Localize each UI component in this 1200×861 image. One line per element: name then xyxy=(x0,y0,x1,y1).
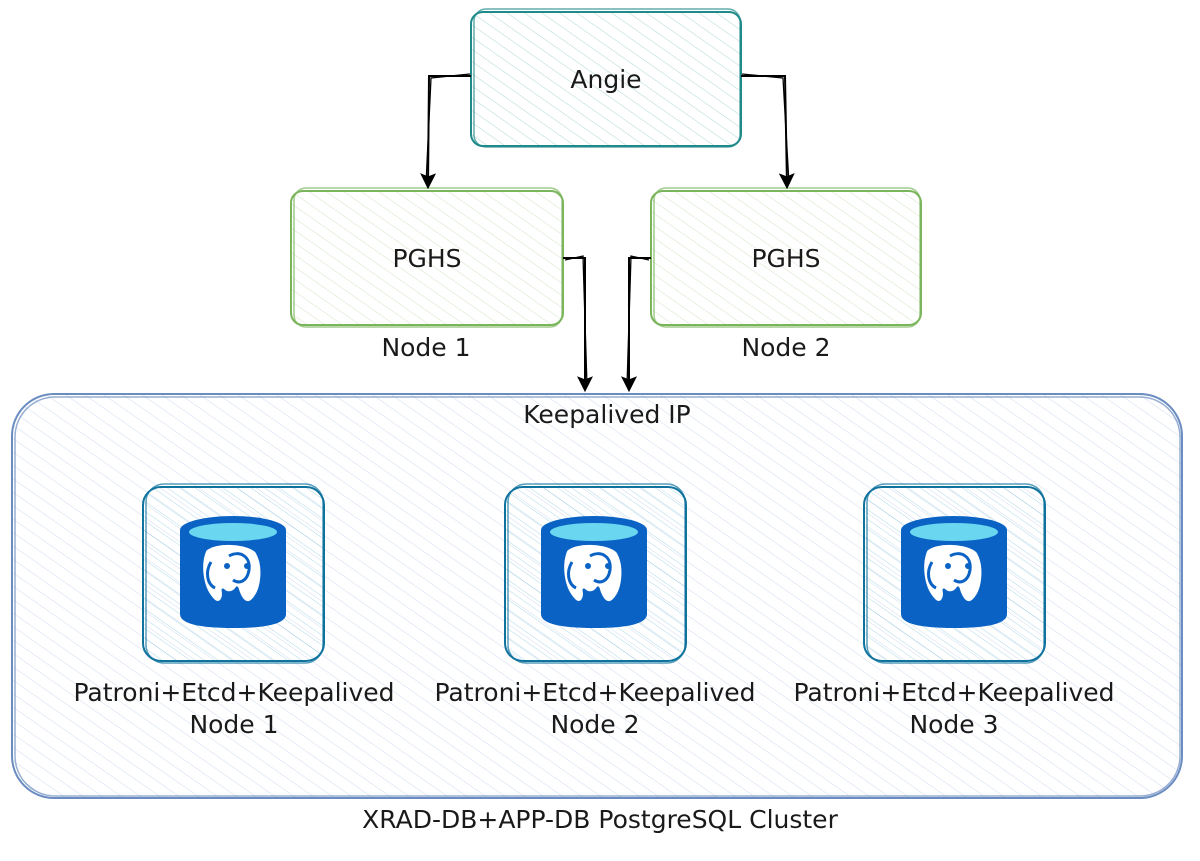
db-node-1-subtitle: Node 1 xyxy=(189,710,279,739)
db-node-3-title: Patroni+Etcd+Keepalived xyxy=(793,678,1115,707)
postgresql-database-icon xyxy=(539,514,649,630)
pghs-2-label: PGHS xyxy=(751,243,821,273)
pghs-1-label: PGHS xyxy=(392,243,462,273)
arrow-angie-to-pghs-1 xyxy=(420,73,471,190)
angie-label: Angie xyxy=(570,64,642,94)
postgresql-database-icon xyxy=(178,514,288,630)
pghs-2-caption: Node 2 xyxy=(741,333,831,362)
postgresql-database-icon xyxy=(899,514,1009,630)
keepalived-ip-label: Keepalived IP xyxy=(523,400,691,429)
arrow-pghs-2-to-vip xyxy=(621,255,651,393)
db-node-2-subtitle: Node 2 xyxy=(550,710,640,739)
pghs-1-caption: Node 1 xyxy=(381,333,471,362)
angie-box xyxy=(470,8,742,148)
cluster-caption: XRAD-DB+APP-DB PostgreSQL Cluster xyxy=(362,805,838,834)
db-node-1-title: Patroni+Etcd+Keepalived xyxy=(73,678,395,707)
arrow-angie-to-pghs-2 xyxy=(741,73,795,190)
db-node-2-title: Patroni+Etcd+Keepalived xyxy=(434,678,756,707)
db-node-3-subtitle: Node 3 xyxy=(909,710,999,739)
arrow-pghs-1-to-vip xyxy=(563,255,593,393)
